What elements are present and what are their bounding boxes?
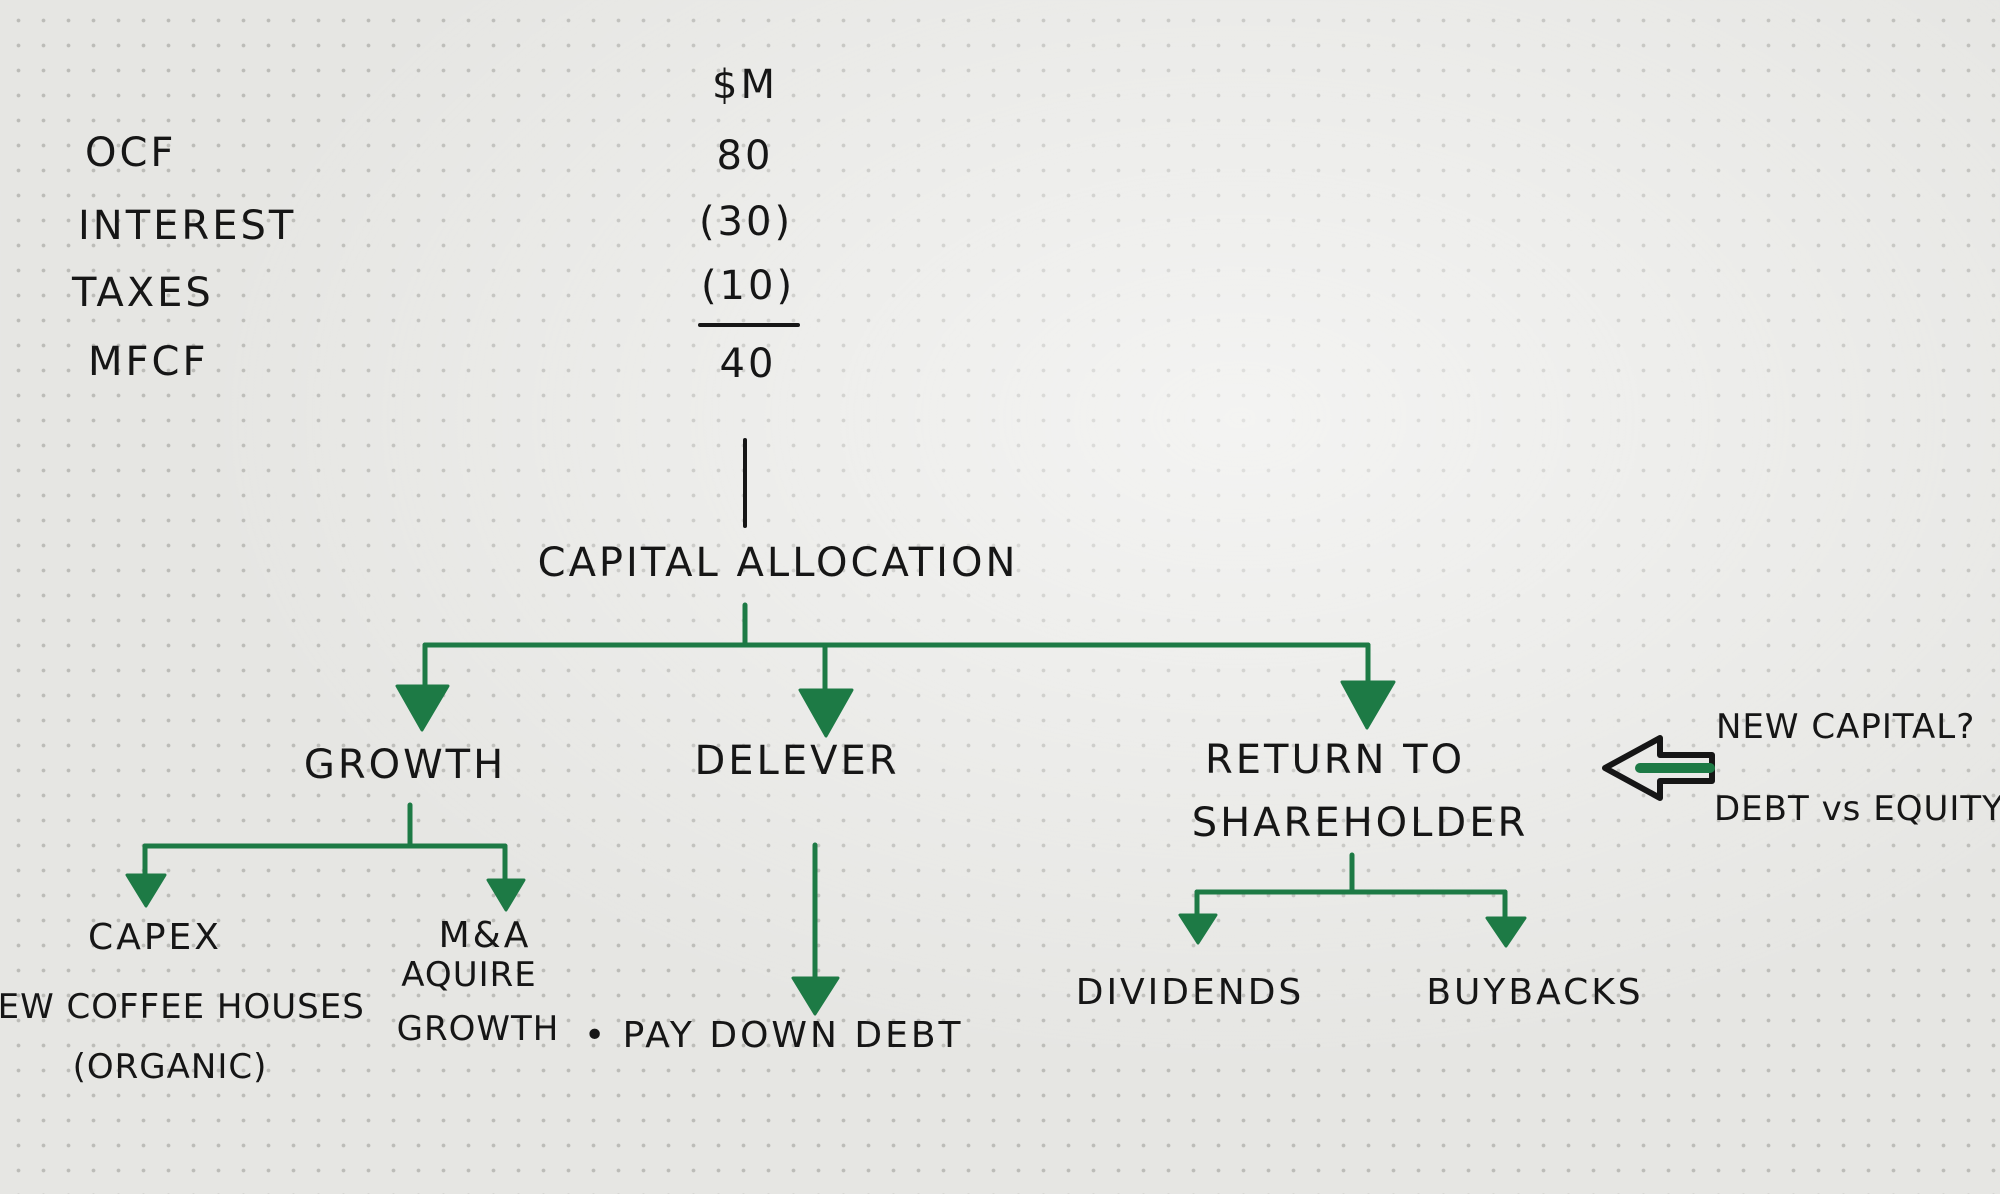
return-arrowhead — [1340, 680, 1396, 730]
capex-line1: NEW COFFEE HOUSES — [0, 987, 365, 1027]
growth-label: GROWTH — [303, 742, 507, 788]
row-value-interest: (30) — [698, 199, 794, 245]
delever-arrowhead — [798, 688, 854, 738]
row-label-interest: INTEREST — [78, 203, 297, 249]
row-label-taxes: TAXES — [72, 270, 214, 316]
capex-line2: (ORGANIC) — [72, 1047, 268, 1087]
row-label-ocf: OCF — [85, 130, 177, 176]
buybacks-arrowhead — [1485, 916, 1527, 948]
return-label-line2: SHAREHOLDER — [1191, 800, 1529, 846]
delever-label: DELEVER — [694, 738, 900, 784]
growth-arrowhead — [395, 684, 450, 732]
ma-title: M&A — [438, 915, 532, 956]
buybacks-label: BUYBACKS — [1426, 972, 1644, 1013]
debt-vs-equity-label: DEBT vs EQUITY — [1714, 789, 2000, 829]
unit-header: $M — [712, 62, 778, 108]
delever-child-arrowhead — [791, 976, 840, 1016]
row-value-taxes: (10) — [700, 263, 796, 309]
return-label-line1: RETURN TO — [1204, 737, 1466, 783]
capital-allocation-label: CAPITAL ALLOCATION — [537, 540, 1019, 586]
ma-line1: AQUIRE — [401, 955, 537, 995]
ma-arrowhead — [486, 878, 526, 912]
row-value-mfcf: 40 — [719, 341, 777, 387]
pay-down-debt-label: • PAY DOWN DEBT — [584, 1015, 964, 1056]
new-capital-question: NEW CAPITAL? — [1716, 707, 1976, 747]
capex-title: CAPEX — [88, 917, 222, 958]
dividends-label: DIVIDENDS — [1075, 972, 1305, 1013]
dividends-arrowhead — [1178, 913, 1218, 945]
ma-line2: GROWTH — [396, 1009, 560, 1049]
row-value-ocf: 80 — [716, 133, 774, 179]
row-label-mfcf: MFCF — [88, 339, 209, 385]
capex-arrowhead — [125, 873, 167, 908]
